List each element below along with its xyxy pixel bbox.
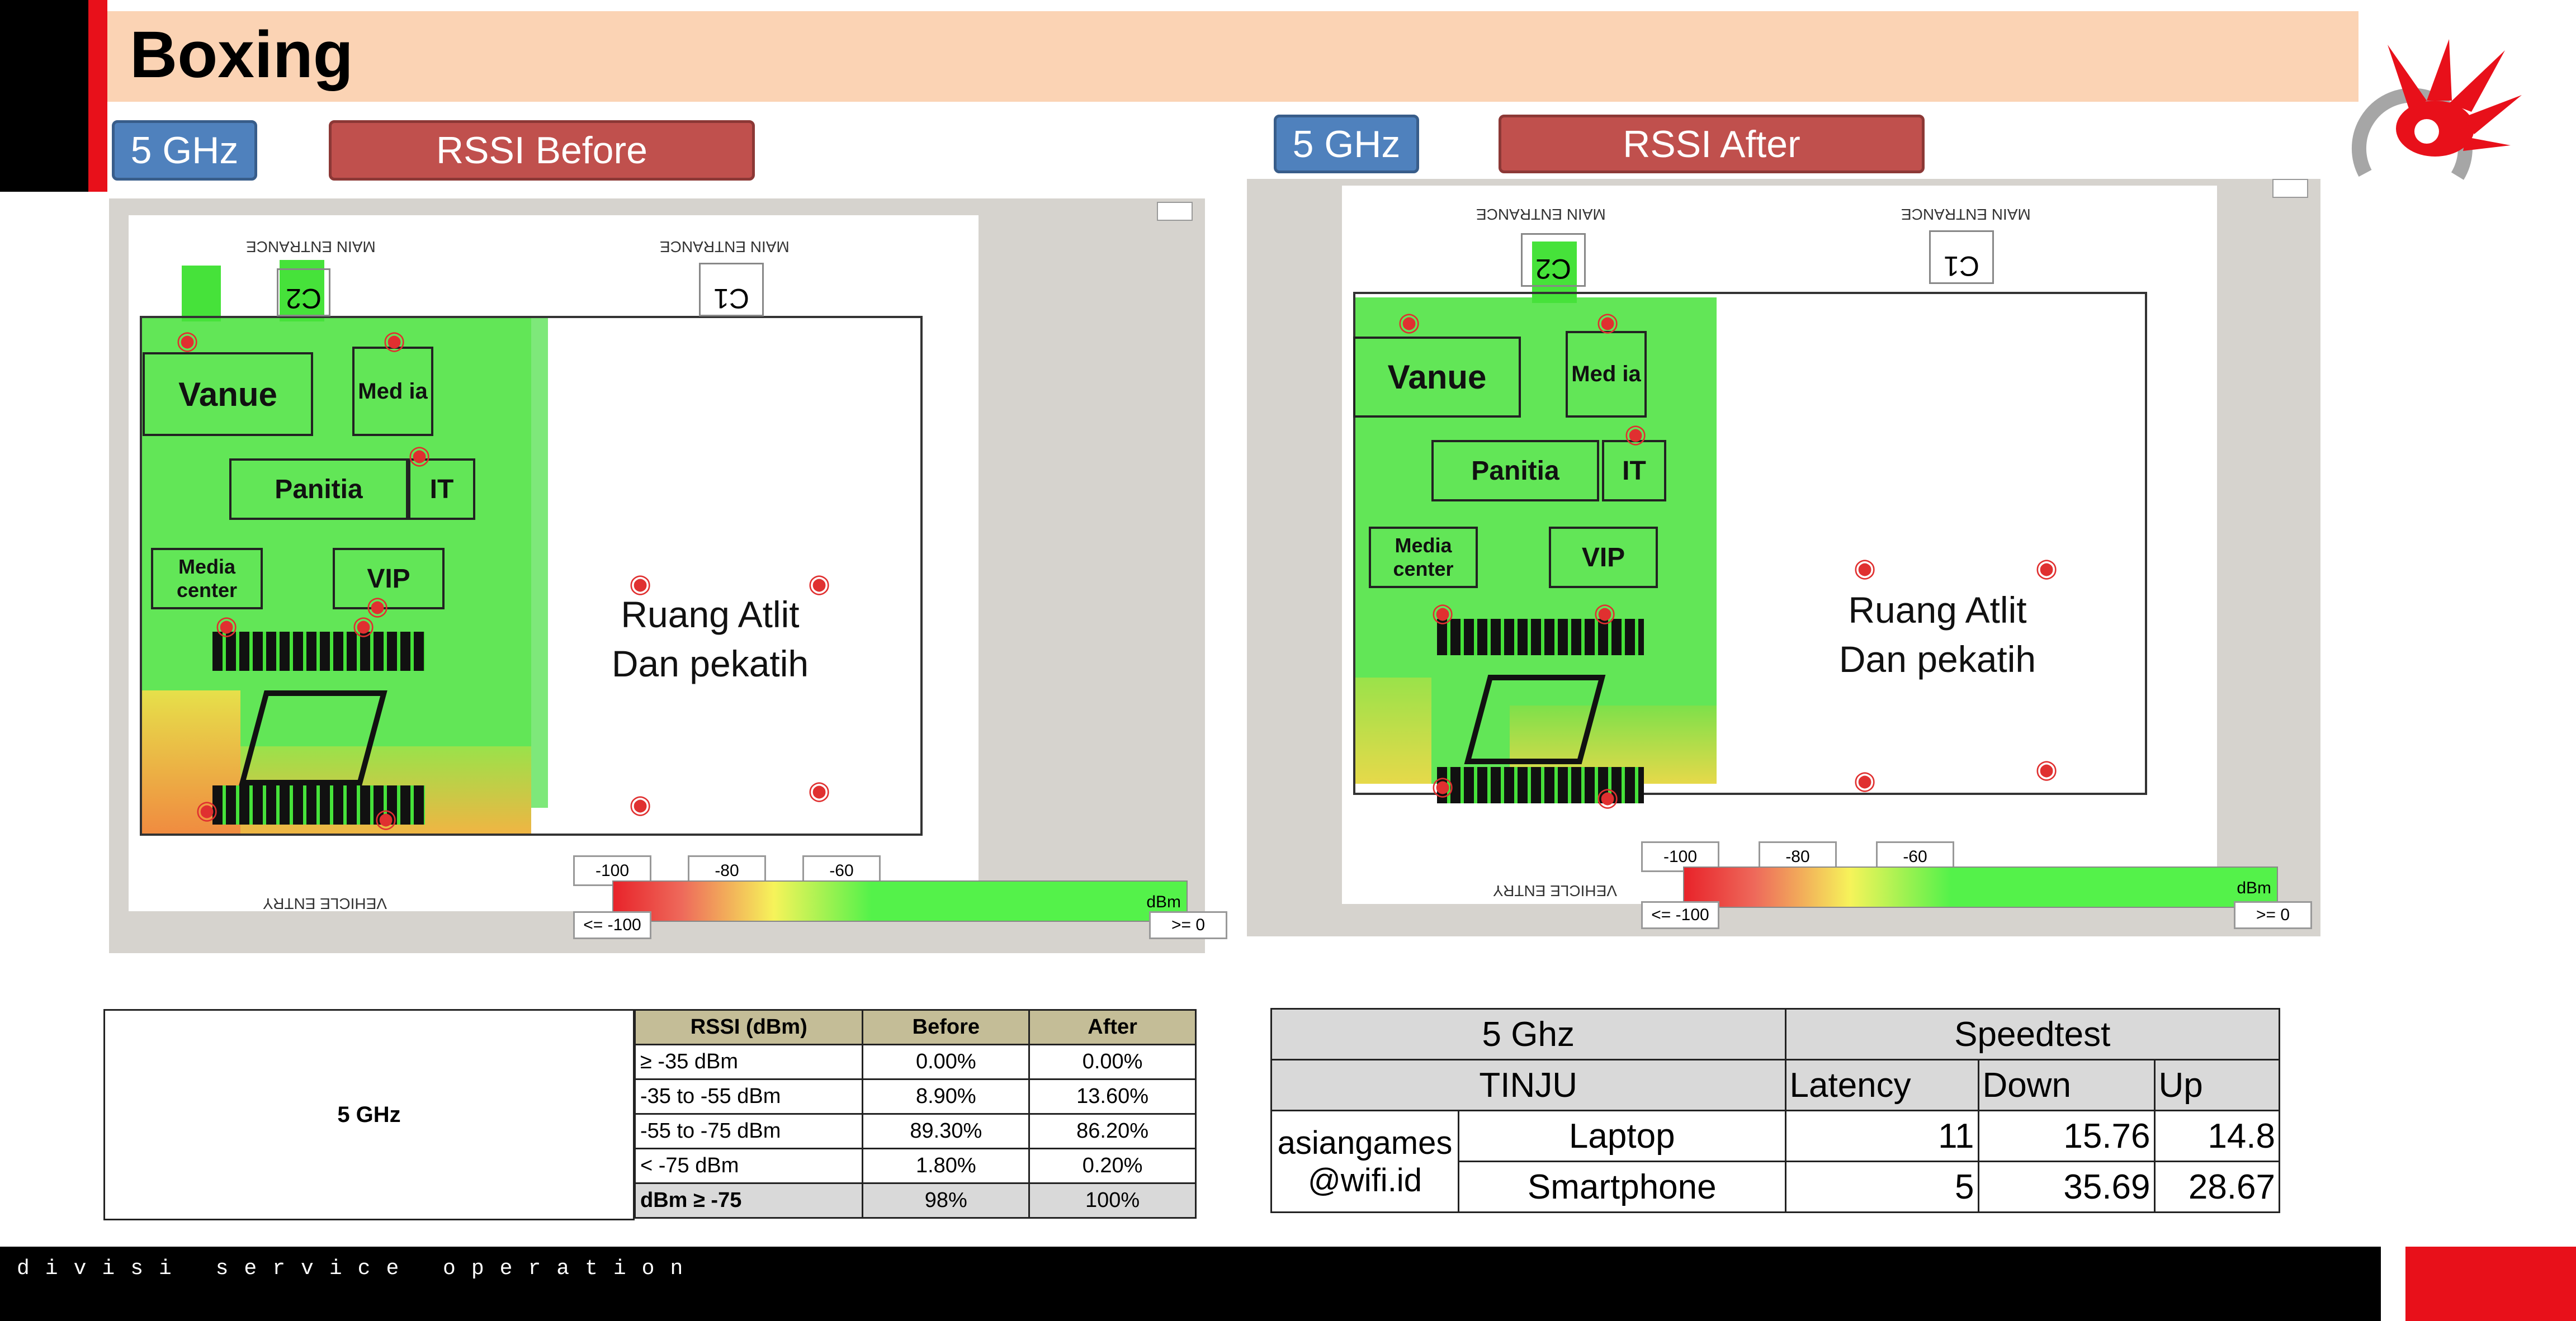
left-black-bar xyxy=(0,0,88,192)
hall-label: Ruang Atlit Dan pekatih xyxy=(611,594,809,684)
chart-icon[interactable] xyxy=(1157,202,1193,221)
room-media-center: Media center xyxy=(151,548,263,609)
chart-icon[interactable] xyxy=(2272,179,2308,198)
access-point-icon: ◉ xyxy=(2035,553,2058,582)
floor-plan-after: MAIN ENTRANCE MAIN ENTRANCE VEHICLE ENTR… xyxy=(1342,186,2217,904)
scale-tick: -100 xyxy=(1641,841,1719,872)
title-bar xyxy=(107,11,2358,102)
gate-c1: C1 xyxy=(1929,230,1994,284)
signal-scale-bar: dBm xyxy=(1683,867,2278,908)
band-tab-after[interactable]: 5 GHz xyxy=(1274,115,1419,173)
access-point-icon: ◉ xyxy=(1596,307,1619,336)
room-panitia: Panitia xyxy=(1431,440,1599,501)
scale-min: <= -100 xyxy=(573,911,651,939)
table-row: < -75 dBm 1.80% 0.20% xyxy=(634,1148,1197,1184)
access-point-icon: ◉ xyxy=(629,569,652,598)
access-point-icon: ◉ xyxy=(1596,782,1619,811)
rssi-table: RSSI (dBm) Before After ≥ -35 dBm 0.00% … xyxy=(634,1009,1197,1219)
floor-plan-before: MAIN ENTRANCE MAIN ENTRANCE VEHICLE ENTR… xyxy=(129,215,979,912)
hall-label: Ruang Atlit Dan pekatih xyxy=(1838,589,2036,680)
access-point-icon: ◉ xyxy=(1398,307,1421,336)
room-vanue: Vanue xyxy=(1353,337,1521,418)
company-logo xyxy=(2351,39,2522,180)
access-point-icon: ◉ xyxy=(1431,771,1454,800)
access-point-icon: ◉ xyxy=(352,610,375,640)
rssi-band-cell: 5 GHz xyxy=(103,1009,635,1220)
access-point-icon: ◉ xyxy=(1594,598,1617,627)
room-it: IT xyxy=(408,458,475,520)
vehicle-entry-label: VEHICLE ENTRY xyxy=(1493,882,1617,899)
table-row: -35 to -55 dBm 8.90% 13.60% xyxy=(634,1078,1197,1115)
table-header-row: 5 Ghz Speedtest xyxy=(1270,1008,2280,1060)
main-entrance-label: MAIN ENTRANCE xyxy=(660,238,790,255)
room-it: IT xyxy=(1602,440,1666,501)
gate-c2: C2 xyxy=(277,268,330,316)
table-row: Smartphone 5 35.69 28.67 xyxy=(1272,1161,2280,1213)
scale-min: <= -100 xyxy=(1641,901,1719,929)
table-row: ≥ -35 dBm 0.00% 0.00% xyxy=(634,1044,1197,1080)
ssid-cell: asiangames @wifi.id xyxy=(1270,1110,1459,1213)
building-outline xyxy=(140,316,923,836)
table-header-row: RSSI (dBm) Before After xyxy=(634,1009,1197,1045)
heatmap-after: MAIN ENTRANCE MAIN ENTRANCE VEHICLE ENTR… xyxy=(1247,179,2320,936)
access-point-icon: ◉ xyxy=(366,591,389,620)
access-point-icon: ◉ xyxy=(375,803,398,832)
access-point-icon: ◉ xyxy=(2035,754,2058,783)
access-point-icon: ◉ xyxy=(629,789,652,818)
heatmap-before: MAIN ENTRANCE MAIN ENTRANCE VEHICLE ENTR… xyxy=(109,198,1227,953)
access-point-icon: ◉ xyxy=(176,325,199,354)
room-panitia: Panitia xyxy=(229,458,408,520)
main-entrance-label: MAIN ENTRANCE xyxy=(1476,206,1606,223)
room-media: Med ia xyxy=(1566,331,1647,418)
table-summary-row: dBm ≥ -75 98% 100% xyxy=(634,1182,1197,1219)
boxing-ring xyxy=(239,690,387,785)
access-point-icon: ◉ xyxy=(1431,598,1454,627)
seating-block xyxy=(212,785,425,825)
footer-bar xyxy=(0,1247,2381,1321)
left-red-bar xyxy=(88,0,107,192)
band-tab-before[interactable]: 5 GHz xyxy=(112,120,257,181)
footer-red-block xyxy=(2405,1247,2576,1321)
access-point-icon: ◉ xyxy=(408,440,431,469)
table-row: -55 to -75 dBm 89.30% 86.20% xyxy=(634,1113,1197,1149)
main-entrance-label: MAIN ENTRANCE xyxy=(1901,206,2031,223)
scale-max: >= 0 xyxy=(2234,901,2312,929)
rssi-after-tab[interactable]: RSSI After xyxy=(1499,115,1925,173)
seating-block xyxy=(1437,767,1644,803)
room-media: Med ia xyxy=(352,347,433,436)
speedtest-table: 5 Ghz Speedtest TINJU Latency Down Up as… xyxy=(1270,1008,2280,1213)
access-point-icon: ◉ xyxy=(1854,553,1877,582)
footer-text: divisi service operation xyxy=(17,1257,699,1281)
page-title: Boxing xyxy=(130,18,353,92)
room-vip: VIP xyxy=(1549,527,1658,588)
room-vanue: Vanue xyxy=(143,352,313,436)
signal-scale-bar: dBm xyxy=(612,880,1188,922)
boxing-ring xyxy=(1464,675,1606,764)
room-vip: VIP xyxy=(333,548,445,609)
main-entrance-label: MAIN ENTRANCE xyxy=(246,238,376,255)
table-row: asiangames @wifi.id Laptop 11 15.76 14.8 xyxy=(1270,1110,2280,1213)
room-media-center: Media center xyxy=(1369,527,1478,588)
access-point-icon: ◉ xyxy=(1624,419,1647,448)
scale-max: >= 0 xyxy=(1149,911,1227,939)
access-point-icon: ◉ xyxy=(196,795,219,824)
gate-c2: C2 xyxy=(1521,233,1586,287)
building-outline xyxy=(1353,292,2147,795)
access-point-icon: ◉ xyxy=(383,325,406,354)
access-point-icon: ◉ xyxy=(808,775,831,804)
vehicle-entry-label: VEHICLE ENTRY xyxy=(263,895,387,912)
access-point-icon: ◉ xyxy=(808,569,831,598)
access-point-icon: ◉ xyxy=(215,610,238,640)
rssi-before-tab[interactable]: RSSI Before xyxy=(329,120,755,181)
seating-block xyxy=(212,632,425,671)
gate-c1: C1 xyxy=(699,263,764,316)
table-header-row: TINJU Latency Down Up xyxy=(1270,1059,2280,1111)
access-point-icon: ◉ xyxy=(1854,765,1877,794)
seating-block xyxy=(1437,619,1644,655)
